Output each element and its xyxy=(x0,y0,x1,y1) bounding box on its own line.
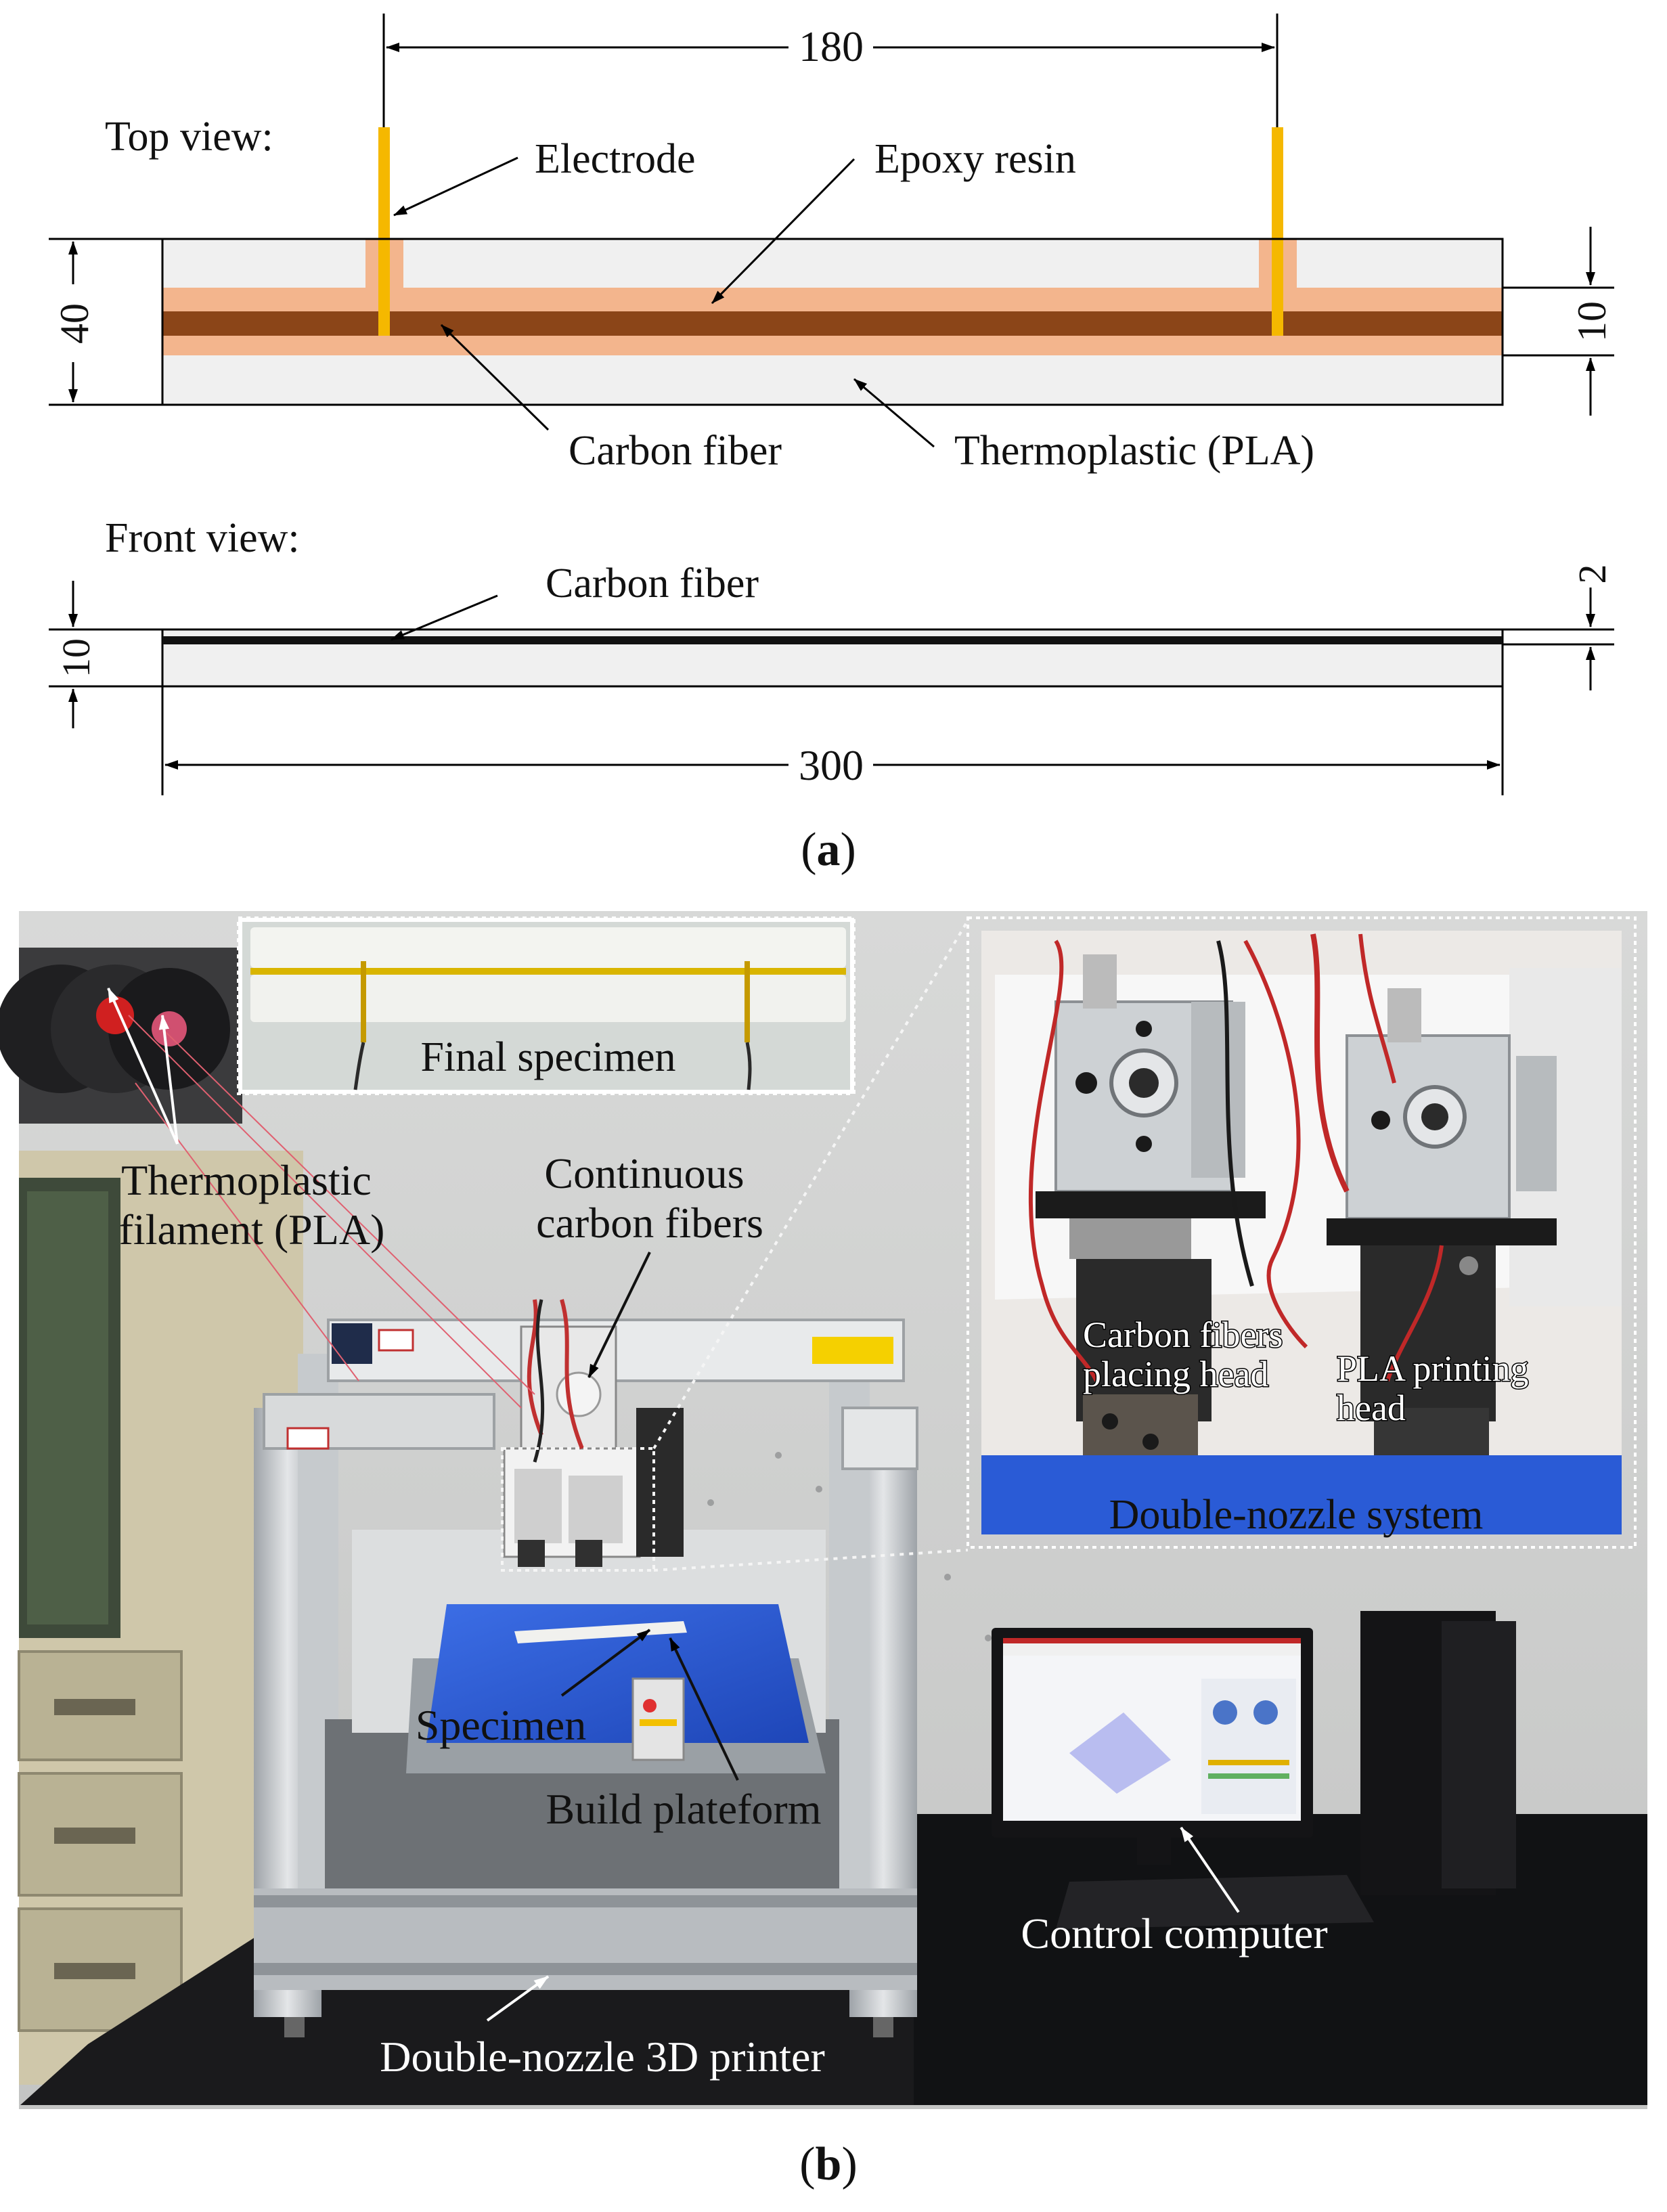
dim-thickness: 10 xyxy=(54,638,98,678)
electrode-label: Electrode xyxy=(535,136,696,182)
inset-nozzle-system: Carbon fibers placing head PLA printing … xyxy=(966,916,1637,1549)
caption-a: (a) xyxy=(801,824,856,876)
control-computer-label: Control computer xyxy=(1021,1909,1327,1957)
dimension-10-band: 10 xyxy=(1503,227,1614,416)
dim-fiber-band: 10 xyxy=(1570,301,1614,342)
dim-width: 40 xyxy=(52,303,97,344)
dimension-40: 40 xyxy=(49,238,162,406)
thermoplastic-label: Thermoplastic (PLA) xyxy=(954,428,1314,474)
printer xyxy=(254,1299,918,2037)
dimension-300: 300 xyxy=(161,686,1504,795)
pla-head-line1: PLA printing xyxy=(1337,1348,1529,1389)
cabinet xyxy=(18,1151,303,2085)
cf-head-label: Carbon fibers placing head xyxy=(1083,1314,1292,1394)
electrode-left xyxy=(378,127,390,336)
panel-b-photo: Final specimen xyxy=(0,911,1647,2109)
fibers-label-line2: carbon fibers xyxy=(536,1199,763,1247)
carbon-fiber-label: Carbon fiber xyxy=(569,428,782,474)
carbon-fiber-band xyxy=(162,311,1503,336)
pla-head-label: PLA printing head xyxy=(1337,1348,1538,1428)
dim-fiber-thickness: 2 xyxy=(1570,565,1614,584)
final-specimen-label: Final specimen xyxy=(420,1034,675,1080)
epoxy-label: Epoxy resin xyxy=(874,136,1076,182)
carbon-fiber-line xyxy=(162,636,1503,644)
printer-label: Double-nozzle 3D printer xyxy=(380,2033,825,2081)
filament-label-line2: filament (PLA) xyxy=(119,1205,385,1254)
nozzle-selection-box xyxy=(501,1447,655,1572)
dimension-10-thickness: 10 xyxy=(49,581,162,728)
cf-head-line1: Carbon fibers xyxy=(1083,1314,1283,1355)
front-view-label: Front view: xyxy=(105,515,300,561)
filament-spools xyxy=(0,948,242,1124)
panel-a: 180 Top view: 40 10 xyxy=(49,14,1614,876)
nozzle-system-label: Double-nozzle system xyxy=(1109,1492,1484,1538)
pla-head-line2: head xyxy=(1337,1388,1406,1428)
front-carbon-fiber-label: Carbon fiber xyxy=(546,560,759,606)
dimension-2: 2 xyxy=(1503,565,1614,690)
fibers-label-line1: Continuous xyxy=(544,1149,744,1197)
fibers-label: Continuous carbon fibers xyxy=(536,1149,763,1247)
top-view-specimen xyxy=(161,127,1504,406)
build-platform-label: Build plateform xyxy=(546,1785,821,1833)
caption-b: (b) xyxy=(799,2138,858,2190)
dim-electrode-spacing: 180 xyxy=(799,22,864,70)
front-view-specimen xyxy=(161,628,1504,688)
dimension-180: 180 xyxy=(382,14,1279,129)
electrode-right xyxy=(1272,127,1283,336)
cf-head-line2: placing head xyxy=(1083,1354,1268,1394)
dim-length: 300 xyxy=(799,741,864,789)
inset-final-specimen: Final specimen xyxy=(237,916,855,1095)
top-view-label: Top view: xyxy=(105,114,273,160)
filament-label: Thermoplastic filament (PLA) xyxy=(119,1156,385,1254)
filament-label-line1: Thermoplastic xyxy=(121,1156,372,1204)
specimen-label: Specimen xyxy=(416,1701,586,1749)
control-computer xyxy=(992,1611,1516,1929)
